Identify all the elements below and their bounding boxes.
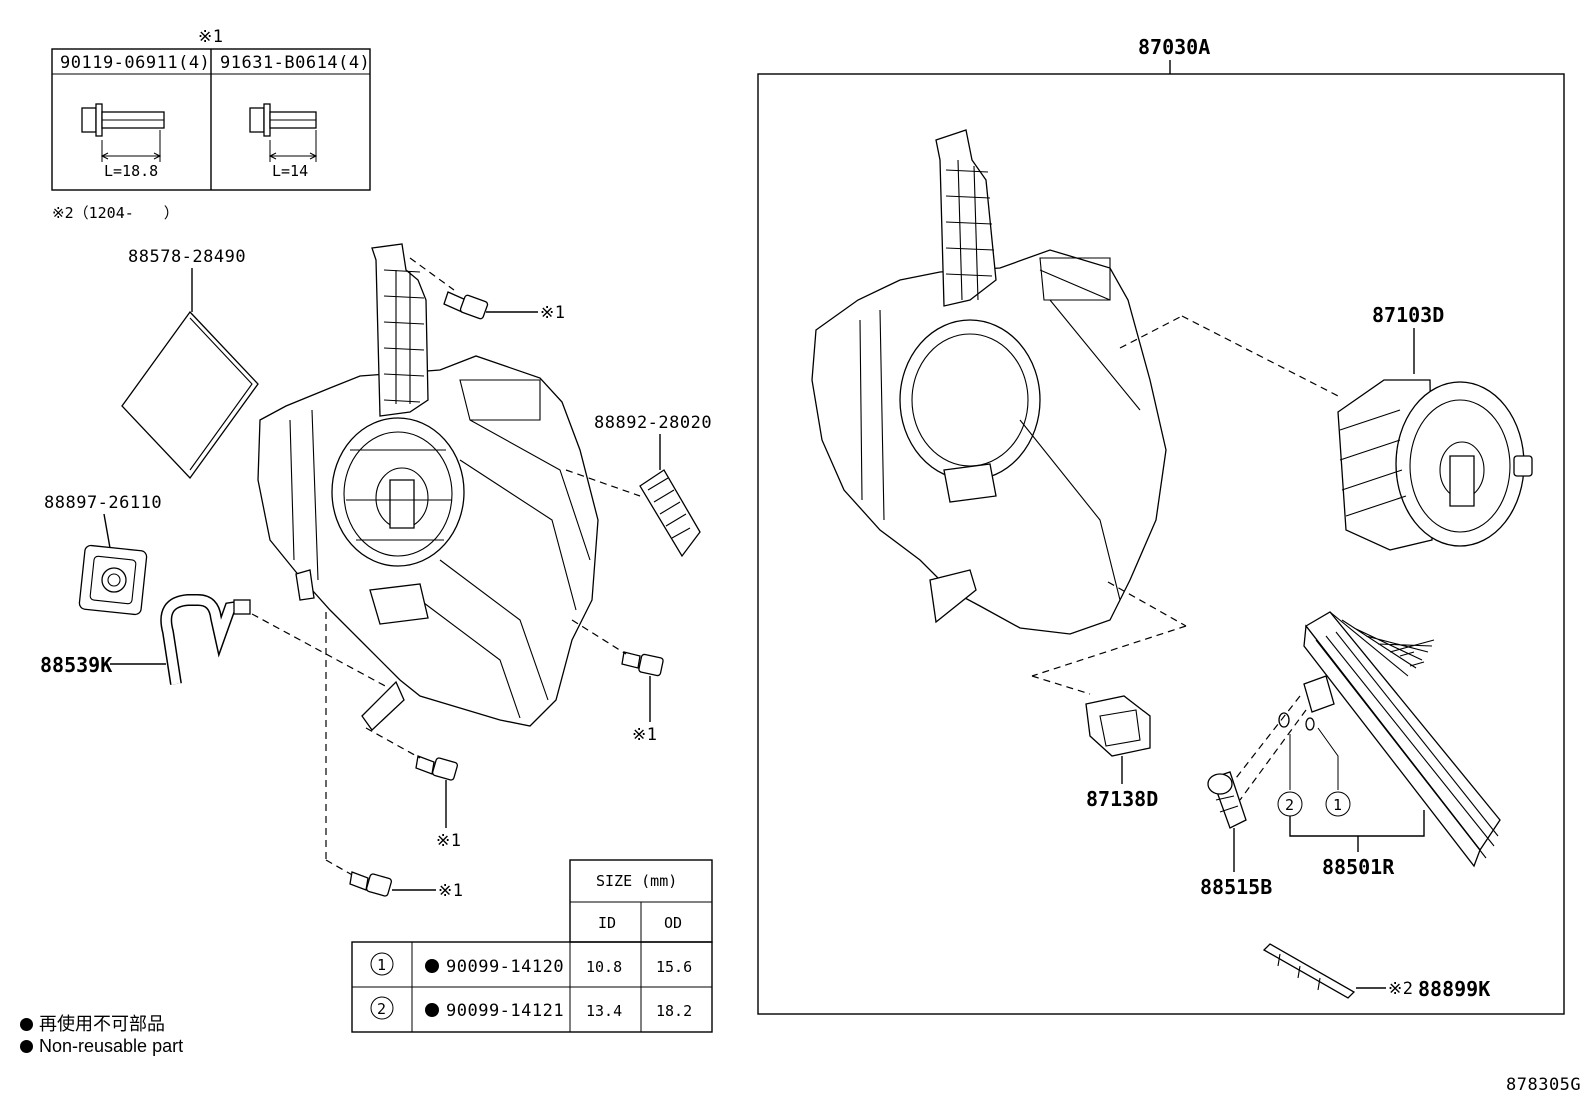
- seal-label: 88897-26110: [44, 493, 162, 513]
- cover-part: 88892-28020: [565, 413, 712, 558]
- valve-label: 88515B: [1200, 875, 1272, 899]
- production-note: ※2（1204- ）: [52, 204, 179, 222]
- screw-icon: [621, 651, 664, 677]
- size-row-2-id: 13.4: [586, 1002, 622, 1020]
- screw-icon: [349, 871, 392, 897]
- blower-motor-label: 87103D: [1372, 303, 1444, 327]
- screw-ref-4: ※1: [438, 881, 463, 901]
- bolt-table-ref: ※1: [198, 27, 223, 47]
- bolt-table: ※1 90119-06911(4) 91631-B0614(4) L=18.8: [51, 27, 371, 191]
- screw-icon: [443, 291, 489, 320]
- size-row-1-od: 15.6: [656, 958, 692, 976]
- resistor-part: 87138D: [1085, 695, 1158, 811]
- filter-part: 88578-28490: [121, 247, 259, 480]
- screw-ref-1: ※1: [540, 303, 565, 323]
- size-table-title: SIZE (mm): [596, 872, 677, 890]
- bolt-icon: [249, 103, 318, 162]
- blower-unit: [257, 243, 599, 731]
- circle-ref-1: 1: [1333, 796, 1342, 814]
- size-table-od-header: OD: [664, 914, 682, 932]
- bolt-length-2: L=14: [272, 162, 308, 180]
- hose-label: 88539K: [40, 653, 112, 677]
- filter-label: 88578-28490: [128, 247, 246, 267]
- unit-assy-box: 87030A: [757, 35, 1565, 1015]
- legend-en-text: Non-reusable part: [39, 1036, 184, 1056]
- evaporator-label: 88501R: [1322, 855, 1395, 879]
- bolt-part-1: 90119-06911(4): [60, 53, 210, 73]
- unit-assy-label: 87030A: [1138, 35, 1210, 59]
- size-row-2-num: 2: [377, 1000, 386, 1018]
- bolt-length-1: L=18.8: [104, 162, 158, 180]
- screw-ref-2: ※1: [632, 725, 657, 745]
- seal-part: 88897-26110: [44, 493, 162, 616]
- clip-label: 88899K: [1418, 977, 1490, 1001]
- size-table: SIZE (mm) ID OD 1 90099-14120 10.8 15.6 …: [351, 859, 713, 1033]
- bullet-icon: [20, 1018, 33, 1031]
- screw-icon: [415, 755, 458, 781]
- legend-jp-text: 再使用不可部品: [39, 1014, 165, 1034]
- valve-part: 88515B: [1200, 771, 1272, 899]
- clip-part: ※2 88899K: [1262, 943, 1490, 1001]
- evaporator-part: [1303, 611, 1501, 868]
- diagram-code: 878305G: [1506, 1075, 1581, 1095]
- size-row-2-part: 90099-14121: [446, 1001, 564, 1021]
- legend-jp: 再使用不可部品: [20, 1010, 165, 1036]
- cover-label: 88892-28020: [594, 413, 712, 433]
- size-row-1-part: 90099-14120: [446, 957, 564, 977]
- blower-motor-part: 87103D: [1337, 303, 1533, 551]
- size-row-2-od: 18.2: [656, 1002, 692, 1020]
- bolt-icon: [81, 103, 165, 162]
- size-table-id-header: ID: [598, 914, 616, 932]
- unit-housing: [811, 129, 1167, 635]
- size-row-1-id: 10.8: [586, 958, 622, 976]
- screw-ref-3: ※1: [436, 831, 461, 851]
- bullet-icon: [20, 1040, 33, 1053]
- legend-en: Non-reusable part: [20, 1036, 183, 1057]
- clip-ref: ※2: [1388, 979, 1413, 999]
- resistor-label: 87138D: [1086, 787, 1158, 811]
- circle-ref-2: 2: [1285, 796, 1294, 814]
- size-row-1-num: 1: [377, 956, 386, 974]
- bolt-part-2: 91631-B0614(4): [220, 53, 370, 73]
